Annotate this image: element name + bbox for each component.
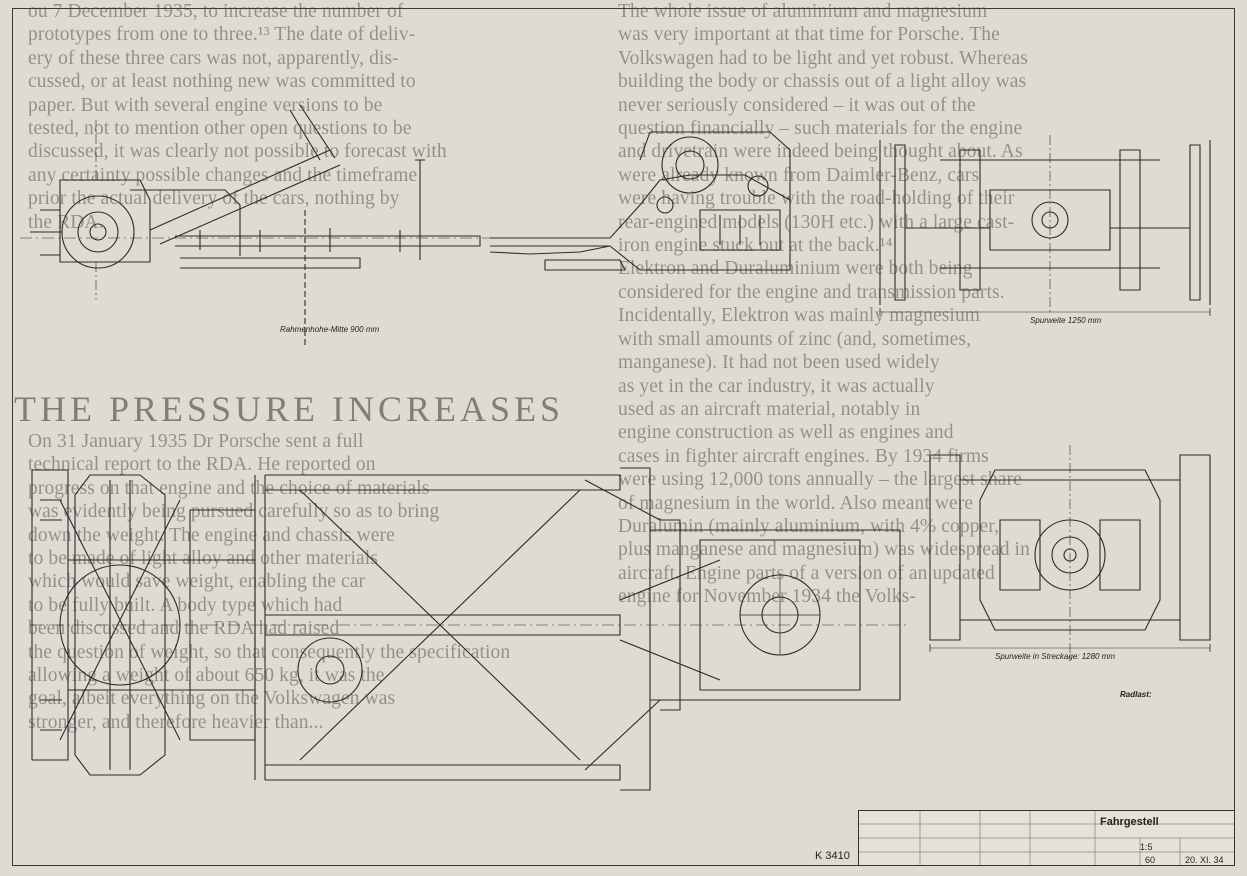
text-line: Incidentally, Elektron was mainly magnes… xyxy=(618,305,981,327)
text-line: paper. But with several engine versions … xyxy=(28,94,383,116)
text-line: progress on that engine and the choice o… xyxy=(28,477,430,499)
text-line: were using 12,000 tons annually – the la… xyxy=(618,469,1022,491)
text-line: and drivetrain were indeed being thought… xyxy=(618,141,1023,163)
label-frame-height: Rahmenhohe-Mitte 900 mm xyxy=(280,325,380,334)
title-block-scale: 1:5 xyxy=(1140,842,1153,852)
drawing-number: K 3410 xyxy=(815,850,850,862)
text-line: engine for November 1934 the Volks- xyxy=(618,586,916,608)
text-line: was very important at that time for Pors… xyxy=(618,24,1000,46)
text-line: aircraft. Engine parts of a version of a… xyxy=(618,562,995,584)
text-line: Duralumin (mainly aluminium, with 4% cop… xyxy=(618,515,1000,537)
text-line: manganese). It had not been used widely xyxy=(618,352,940,374)
left-text-column-2: On 31 January 1935 Dr Porsche sent a ful… xyxy=(28,430,510,734)
text-line: stronger, and therefore heavier than... xyxy=(28,711,324,733)
text-line: down the weight. The engine and chassis … xyxy=(28,524,395,546)
title-block-date: 20. XI. 34 xyxy=(1185,855,1224,865)
text-line: allowing a weight of about 650 kg, it wa… xyxy=(28,665,385,687)
text-line: the question of weight, so that conseque… xyxy=(28,641,511,663)
text-line: prototypes from one to three.¹³ The date… xyxy=(28,24,416,46)
text-line: Volkswagen had to be light and yet robus… xyxy=(618,47,1028,69)
text-line: The whole issue of aluminium and magnesi… xyxy=(618,1,988,22)
text-line: question financially – such materials fo… xyxy=(618,118,1023,140)
text-line: to be fully built. A body type which had xyxy=(28,594,343,616)
side-elevation-front xyxy=(20,104,490,345)
text-line: goal, albeit everything on the Volkswage… xyxy=(28,688,396,710)
text-line: On 31 January 1935 Dr Porsche sent a ful… xyxy=(28,431,364,452)
text-line: considered for the engine and transmissi… xyxy=(618,281,1005,303)
label-track-width-front: Spurweite 1250 mm xyxy=(1030,316,1102,325)
text-line: ery of these three cars was not, apparen… xyxy=(28,47,399,69)
text-line: cussed, or at least nothing new was comm… xyxy=(28,71,416,93)
text-line: plus manganese and magnesium) was widesp… xyxy=(618,539,1030,561)
right-text-column: The whole issue of aluminium and magnesi… xyxy=(618,0,1030,609)
label-track-width-rear: Spurweite in Streckage: 1280 mm xyxy=(995,652,1116,661)
text-line: rear-engined models (130H etc.) with a l… xyxy=(618,211,1015,233)
text-line: been discussed and the RDA had raised xyxy=(28,618,340,640)
side-elevation-rear xyxy=(489,131,791,271)
text-line: engine construction as well as engines a… xyxy=(618,422,954,444)
text-line: technical report to the RDA. He reported… xyxy=(28,454,376,476)
text-line: as yet in the car industry, it was actua… xyxy=(618,375,935,397)
title-block-title: Fahrgestell xyxy=(1100,816,1159,828)
text-line: were already known from Daimler-Benz, ca… xyxy=(618,164,980,186)
section-heading: THE PRESSURE INCREASES xyxy=(14,389,565,429)
text-line: cases in fighter aircraft engines. By 19… xyxy=(618,445,989,467)
text-line: discussed, it was clearly not possible t… xyxy=(28,141,447,163)
text-line: with small amounts of zinc (and, sometim… xyxy=(618,328,972,350)
front-elevation xyxy=(879,135,1211,316)
text-line: tested, not to mention other open questi… xyxy=(28,118,412,140)
plan-view-chassis xyxy=(30,467,910,791)
drawing-border xyxy=(12,8,1235,866)
text-line: ou 7 December 1935, to increase the numb… xyxy=(28,1,404,22)
text-line: building the body or chassis out of a li… xyxy=(618,71,1027,93)
text-line: Elektron and Duraluminium were both bein… xyxy=(618,258,973,280)
text-line: which would save weight, enabling the ca… xyxy=(28,571,366,593)
text-line: iron engine stuck out at the back.¹⁴ xyxy=(618,235,893,257)
title-block xyxy=(858,810,1235,866)
text-line: used as an aircraft material, notably in xyxy=(618,398,921,420)
text-line: to be made of light alloy and other mate… xyxy=(28,548,378,570)
label-wheel-load: Radlast: xyxy=(1120,690,1152,699)
text-line: never seriously considered – it was out … xyxy=(618,94,976,116)
left-text-column: ou 7 December 1935, to increase the numb… xyxy=(28,0,447,234)
rear-elevation xyxy=(929,445,1211,660)
text-line: any certainty possible changes and the t… xyxy=(28,164,418,186)
text-line: of magnesium in the world. Also meant we… xyxy=(618,492,974,514)
title-block-sheet: 60 xyxy=(1145,855,1156,865)
text-line: were having trouble with the road-holdin… xyxy=(618,188,1015,210)
text-line: was evidently being pursued carefully so… xyxy=(28,501,440,523)
